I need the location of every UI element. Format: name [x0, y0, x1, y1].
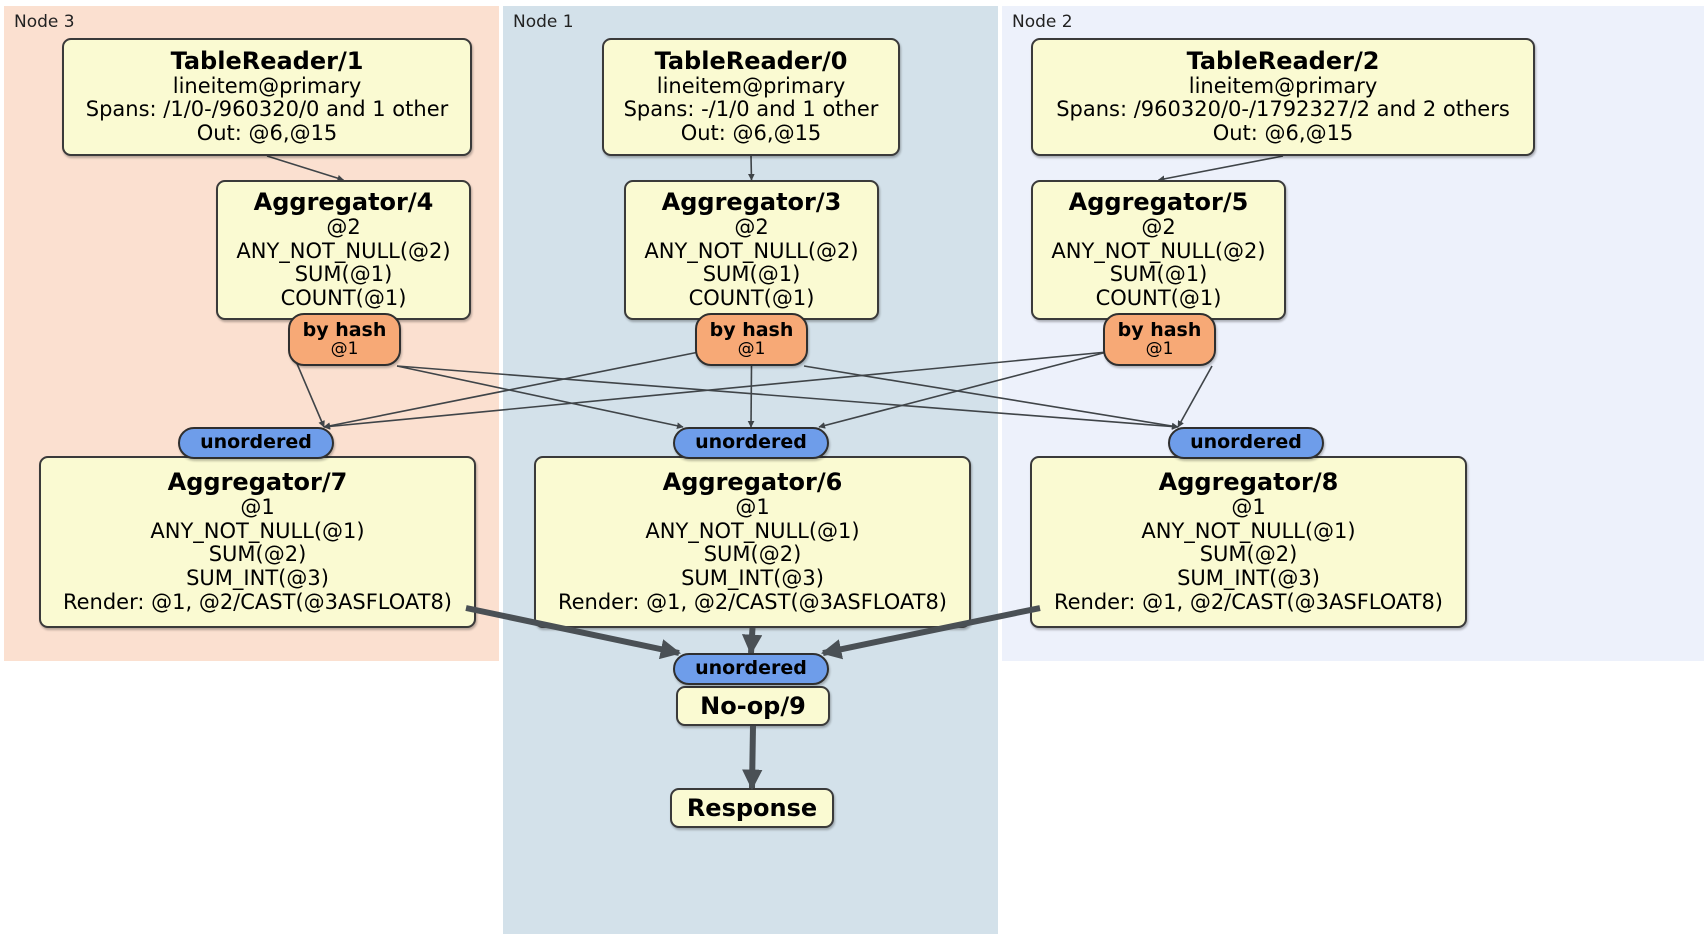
stream-pill-label: unordered	[200, 431, 312, 454]
node-region-label-node2: Node 2	[1012, 12, 1073, 32]
stream-pill-sublabel: @1	[1145, 338, 1174, 359]
stream-pill-unordered8[interactable]: unordered	[1168, 427, 1324, 459]
processor-title: TableReader/0	[654, 46, 848, 75]
processor-detail-line: @1	[240, 494, 275, 519]
stream-pill-label: unordered	[1190, 431, 1302, 454]
stream-pill-unordered9[interactable]: unordered	[673, 653, 829, 685]
processor-title: Aggregator/7	[167, 467, 348, 496]
processor-detail-line: @1	[735, 494, 770, 519]
processor-detail-line: @2	[1141, 214, 1176, 239]
processor-detail-line: ANY_NOT_NULL(@1)	[1141, 518, 1356, 543]
stream-pill-hash5[interactable]: by hash@1	[1103, 313, 1216, 366]
processor-detail-line: Out: @6,@15	[196, 121, 338, 146]
processor-detail-line: SUM_INT(@3)	[681, 566, 824, 591]
processor-detail-line: @2	[326, 214, 361, 239]
processor-detail-line: ANY_NOT_NULL(@2)	[236, 238, 451, 263]
processor-detail-line: SUM(@1)	[294, 262, 393, 287]
processor-title: Aggregator/8	[1158, 467, 1339, 496]
processor-box-noop9[interactable]: No-op/9	[676, 686, 830, 726]
processor-title: Aggregator/5	[1068, 187, 1249, 216]
processor-detail-line: lineitem@primary	[1188, 73, 1378, 98]
stream-pill-unordered6[interactable]: unordered	[673, 427, 829, 459]
processor-detail-line: Render: @1, @2/CAST(@3ASFLOAT8)	[1053, 590, 1444, 615]
processor-detail-line: Render: @1, @2/CAST(@3ASFLOAT8)	[62, 590, 453, 615]
stream-pill-hash3[interactable]: by hash@1	[695, 313, 808, 366]
processor-detail-line: SUM(@2)	[208, 542, 307, 567]
processor-detail-line: SUM_INT(@3)	[186, 566, 329, 591]
stream-pill-label: by hash	[1117, 318, 1202, 341]
stream-pill-label: unordered	[695, 657, 807, 680]
processor-detail-line: ANY_NOT_NULL(@1)	[150, 518, 365, 543]
processor-detail-line: Spans: /960320/0-/1792327/2 and 2 others	[1056, 97, 1510, 122]
processor-detail-line: COUNT(@1)	[1095, 286, 1222, 311]
processor-detail-line: SUM_INT(@3)	[1177, 566, 1320, 591]
processor-detail-line: @1	[1231, 494, 1266, 519]
stream-pill-label: by hash	[302, 318, 387, 341]
processor-title: No-op/9	[700, 691, 806, 720]
node-region-label-node1: Node 1	[513, 12, 574, 32]
processor-detail-line: SUM(@1)	[702, 262, 801, 287]
processor-detail-line: ANY_NOT_NULL(@1)	[645, 518, 860, 543]
processor-detail-line: SUM(@2)	[703, 542, 802, 567]
processor-box-response[interactable]: Response	[670, 788, 834, 828]
stream-pill-sublabel: @1	[330, 338, 359, 359]
processor-detail-line: ANY_NOT_NULL(@2)	[644, 238, 859, 263]
processor-title: TableReader/2	[1186, 46, 1380, 75]
stream-pill-sublabel: @1	[737, 338, 766, 359]
processor-detail-line: SUM(@1)	[1109, 262, 1208, 287]
processor-detail-line: COUNT(@1)	[688, 286, 815, 311]
stream-pill-label: by hash	[709, 318, 794, 341]
processor-detail-line: Out: @6,@15	[680, 121, 822, 146]
processor-detail-line: lineitem@primary	[172, 73, 362, 98]
stream-pill-unordered7[interactable]: unordered	[178, 427, 334, 459]
processor-detail-line: Spans: -/1/0 and 1 other	[623, 97, 879, 122]
processor-title: TableReader/1	[170, 46, 364, 75]
processor-title: Aggregator/3	[661, 187, 842, 216]
processor-title: Aggregator/6	[662, 467, 843, 496]
stream-pill-label: unordered	[695, 431, 807, 454]
node-region-label-node3: Node 3	[14, 12, 75, 32]
processor-detail-line: @2	[734, 214, 769, 239]
stream-pill-hash4[interactable]: by hash@1	[288, 313, 401, 366]
processor-detail-line: Render: @1, @2/CAST(@3ASFLOAT8)	[557, 590, 948, 615]
processor-detail-line: COUNT(@1)	[280, 286, 407, 311]
processor-detail-line: lineitem@primary	[656, 73, 846, 98]
processor-detail-line: Out: @6,@15	[1212, 121, 1354, 146]
processor-detail-line: SUM(@2)	[1199, 542, 1298, 567]
processor-title: Aggregator/4	[253, 187, 434, 216]
processor-detail-line: Spans: /1/0-/960320/0 and 1 other	[85, 97, 449, 122]
processor-detail-line: ANY_NOT_NULL(@2)	[1051, 238, 1266, 263]
processor-title: Response	[686, 793, 818, 822]
